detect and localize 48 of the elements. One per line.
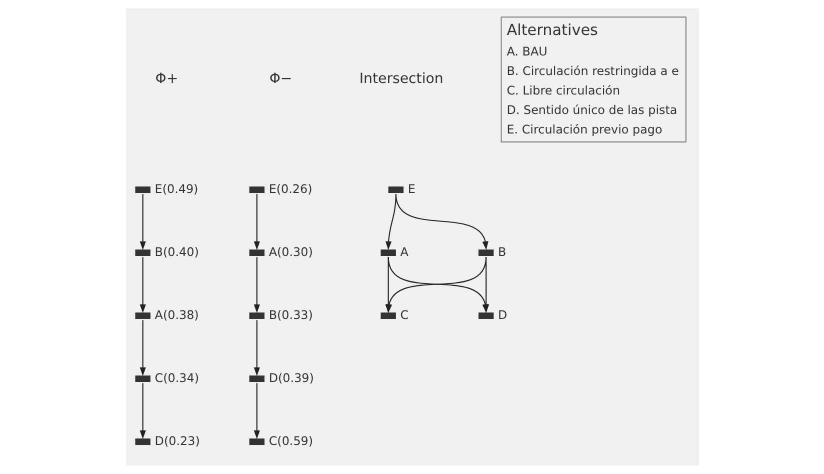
label: E. Circulación previo pago — [506, 122, 662, 137]
node-label: D — [498, 308, 507, 322]
node-bar — [388, 186, 404, 193]
label: Φ− — [268, 71, 292, 88]
node-bar — [134, 250, 150, 256]
node-bar — [248, 312, 264, 319]
arrow — [253, 383, 260, 440]
node-label: D(0.39) — [268, 370, 314, 385]
label: Intersection — [358, 71, 443, 88]
arrow — [139, 194, 146, 250]
node-label: C — [400, 308, 408, 322]
node-label: E(0.26) — [268, 182, 312, 196]
node-bar — [478, 250, 494, 256]
node-label: A(0.30) — [268, 244, 312, 259]
label: C. Libre circulación — [506, 83, 620, 98]
label: Alternatives — [506, 21, 598, 40]
arrow — [139, 320, 146, 376]
arrow — [253, 257, 260, 314]
node-bar — [380, 312, 396, 319]
node-label: A — [400, 244, 408, 259]
node-bar — [478, 312, 494, 319]
node-bar — [134, 312, 150, 319]
node-bar — [248, 250, 264, 256]
node-bar — [248, 376, 264, 382]
node-label: B — [498, 244, 506, 259]
node-label: B(0.40) — [154, 244, 198, 259]
node-bar — [134, 186, 150, 193]
node-label: E(0.49) — [154, 182, 198, 196]
node-label: E — [407, 182, 415, 196]
node-bar — [134, 438, 150, 446]
arrow — [139, 383, 146, 440]
node-label: B(0.33) — [268, 308, 312, 322]
node-bar — [380, 250, 396, 256]
label: D. Sentido único de las pista — [506, 103, 677, 118]
node-label: C(0.59) — [268, 434, 313, 448]
arrow — [394, 194, 488, 250]
node-label: C(0.34) — [154, 370, 199, 385]
node-bar — [248, 438, 264, 446]
node-label: D(0.23) — [154, 434, 200, 448]
arrow — [253, 320, 260, 376]
node-bar — [248, 186, 264, 193]
node-label: A(0.38) — [154, 308, 198, 322]
arrow — [139, 257, 146, 314]
label: Φ+ — [154, 71, 178, 88]
node-bar — [134, 376, 150, 382]
arrow — [253, 194, 260, 250]
label: A. BAU — [506, 44, 547, 58]
label: B. Circulación restringida a e — [506, 64, 678, 78]
